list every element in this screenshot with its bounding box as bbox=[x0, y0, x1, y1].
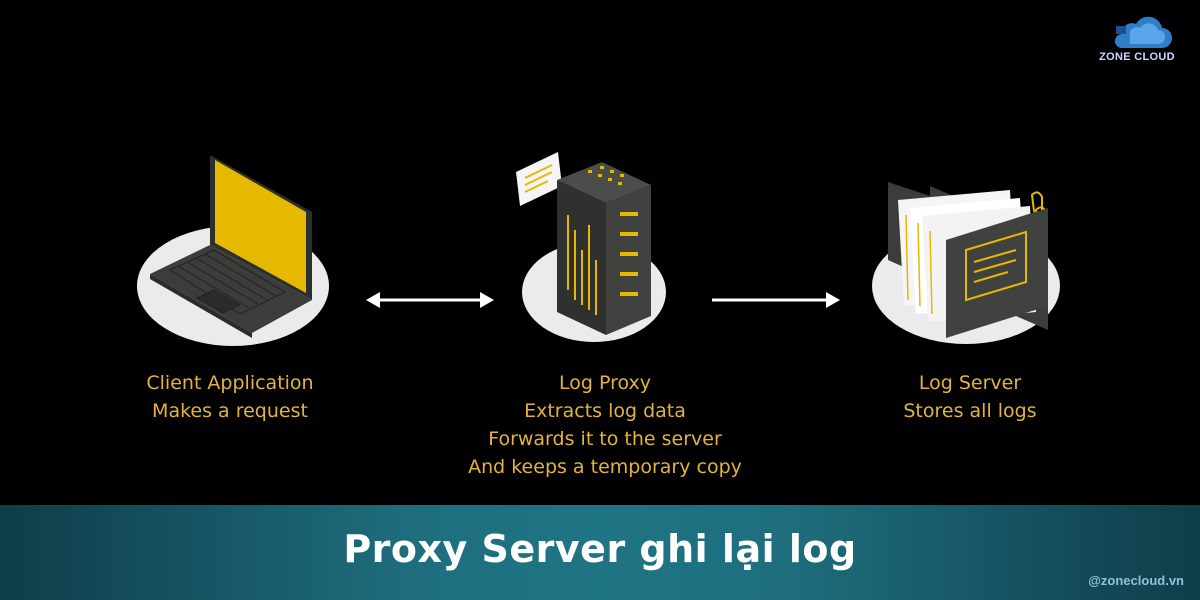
proxy-server-icon bbox=[516, 152, 666, 342]
client-laptop-icon bbox=[137, 155, 329, 346]
log-server-icon bbox=[872, 182, 1060, 344]
node-line: Forwards it to the server bbox=[488, 428, 722, 450]
footer-title: Proxy Server ghi lại log bbox=[343, 527, 857, 571]
client-application-label: Client Application Makes a request bbox=[90, 369, 370, 425]
node-title: Log Proxy bbox=[558, 372, 652, 394]
diagram-stage: Client Application Makes a request Log P… bbox=[90, 14, 1182, 481]
social-handle: @zonecloud.vn bbox=[1088, 573, 1184, 588]
node-line: Extracts log data bbox=[524, 400, 686, 422]
log-server-label: Log Server Stores all logs bbox=[830, 369, 1110, 425]
diagram-illustration bbox=[137, 152, 1060, 346]
cloud-logo-icon bbox=[1115, 16, 1172, 48]
zone-cloud-logo: ZONE CLOUD bbox=[1092, 14, 1182, 74]
node-title: Log Server bbox=[918, 372, 1022, 394]
node-line: Makes a request bbox=[152, 400, 308, 422]
footer-banner: Proxy Server ghi lại log @zonecloud.vn bbox=[0, 505, 1200, 600]
node-title: Client Application bbox=[146, 372, 314, 394]
log-document-icon bbox=[516, 152, 562, 206]
forward-arrow-icon bbox=[712, 292, 840, 308]
bidirectional-arrow-icon bbox=[366, 292, 494, 308]
node-line: And keeps a temporary copy bbox=[468, 456, 742, 478]
logo-text: ZONE CLOUD bbox=[1099, 51, 1175, 63]
log-proxy-label: Log Proxy Extracts log data Forwards it … bbox=[430, 369, 780, 481]
node-line: Stores all logs bbox=[903, 400, 1037, 422]
